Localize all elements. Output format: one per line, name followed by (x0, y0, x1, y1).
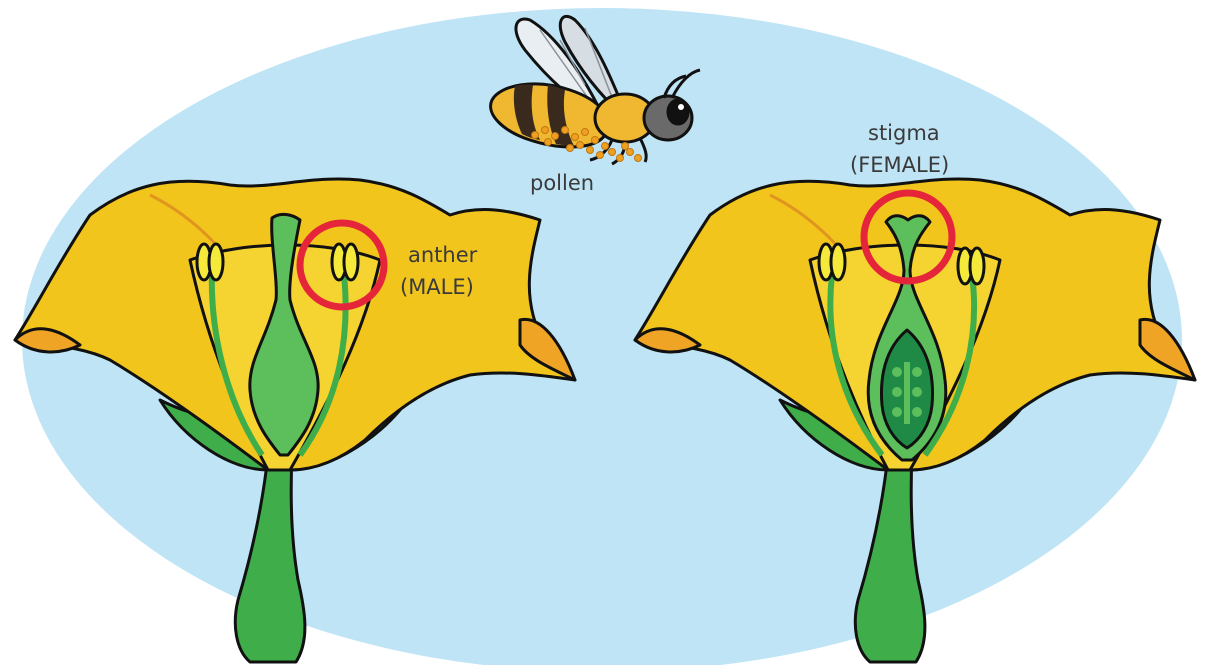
pollen-label: pollen (530, 171, 594, 195)
female-flower-anther-left (819, 244, 845, 280)
stigma-label: stigma (868, 121, 940, 145)
bee-eye (668, 100, 688, 124)
female-flower-anther-right (958, 248, 984, 284)
male-label: (MALE) (400, 275, 474, 299)
male-flower-anther-right (332, 244, 358, 280)
male-flower-anther-left (197, 244, 223, 280)
female-label: (FEMALE) (850, 153, 949, 177)
anther-label: anther (408, 243, 478, 267)
female-flower-ovules (892, 362, 922, 424)
bee-eye-highlight (678, 104, 684, 110)
